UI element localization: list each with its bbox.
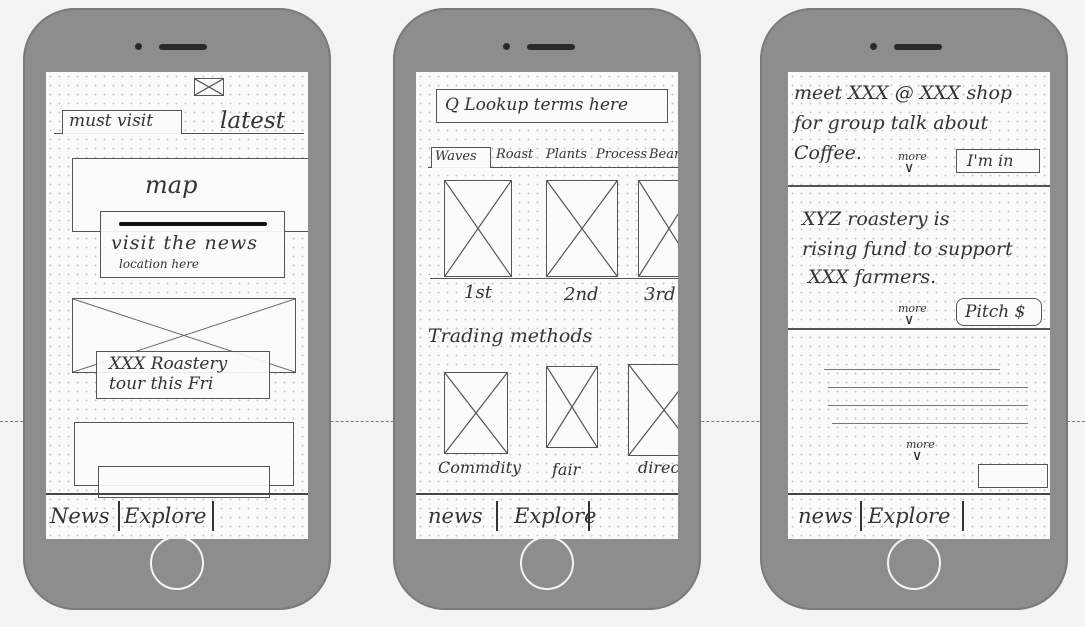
phone-frame-3: meet XXX @ XXX shop for group talk about…	[760, 8, 1068, 610]
post-meetup-line1: meet XXX @ XXX shop	[794, 82, 1013, 104]
trade-2-image[interactable]	[546, 366, 598, 448]
screen-news-feed: meet XXX @ XXX shop for group talk about…	[788, 72, 1050, 539]
bottom-nav: news Explore	[416, 493, 678, 539]
more-link[interactable]: more	[898, 150, 927, 163]
speaker-slot	[894, 44, 942, 50]
wave-1-label: 1st	[464, 282, 492, 303]
text-placeholder-line	[828, 387, 1028, 388]
pitch-button[interactable]: Pitch $	[956, 298, 1042, 326]
post-fundraise: XYZ roastery is rising fund to support X…	[788, 194, 1050, 330]
nav-news[interactable]: news	[798, 504, 853, 528]
wave-3-image[interactable]	[638, 180, 678, 277]
tab-process[interactable]: Process	[596, 147, 648, 162]
speaker-slot	[527, 44, 575, 50]
phone-frame-1: must visit latest map visit the news loc…	[23, 8, 331, 610]
trade-2-label: fair	[552, 460, 581, 479]
text-placeholder-line	[832, 423, 1028, 424]
wave-2-label: 2nd	[564, 284, 599, 305]
post-meetup-line3: Coffee.	[794, 142, 862, 164]
action-button-placeholder[interactable]	[978, 464, 1048, 488]
post-fundraise-line3: XXX farmers.	[808, 266, 937, 288]
more-link[interactable]: more	[898, 302, 927, 315]
nav-news[interactable]: News	[50, 504, 110, 528]
trade-3-label: direct	[638, 458, 678, 477]
tab-waves-label: Waves	[435, 149, 477, 164]
home-button[interactable]	[520, 536, 574, 590]
blank-caption-card[interactable]	[98, 466, 270, 498]
wave-1-image[interactable]	[444, 180, 512, 277]
camera-dot	[135, 43, 142, 50]
nav-explore[interactable]: Explore	[514, 504, 597, 528]
camera-dot	[870, 43, 877, 50]
post-divider	[788, 328, 1050, 330]
tab-waves[interactable]: Waves	[431, 147, 491, 168]
nav-news[interactable]: news	[428, 504, 483, 528]
map-label: map	[145, 171, 198, 199]
nav-explore[interactable]: Explore	[868, 504, 951, 528]
nav-divider	[860, 501, 862, 531]
tab-roast[interactable]: Roast	[496, 147, 534, 162]
visit-news-card[interactable]: visit the news location here	[100, 211, 285, 278]
logo-placeholder-icon	[194, 78, 224, 96]
trade-1-image[interactable]	[444, 372, 508, 454]
tab-plants[interactable]: Plants	[546, 147, 587, 162]
im-in-button[interactable]: I'm in	[956, 149, 1040, 173]
nav-divider	[212, 501, 214, 531]
event-subtitle: tour this Fri	[109, 374, 214, 394]
nav-explore[interactable]: Explore	[124, 504, 207, 528]
search-input[interactable]: Q Lookup terms here	[436, 89, 668, 123]
event-caption-card[interactable]: XXX Roastery tour this Fri	[96, 351, 270, 399]
row-underline	[430, 278, 678, 279]
post-meetup-line2: for group talk about	[794, 112, 989, 134]
tab-must-visit[interactable]: must visit	[62, 110, 182, 134]
more-link[interactable]: more	[906, 438, 935, 451]
chevron-down-icon[interactable]: ∨	[912, 448, 923, 464]
nav-divider	[962, 501, 964, 531]
bottom-nav: news Explore	[788, 493, 1050, 539]
im-in-label: I'm in	[967, 151, 1014, 170]
post-meetup: meet XXX @ XXX shop for group talk about…	[788, 72, 1050, 194]
search-placeholder: Q Lookup terms here	[445, 95, 629, 115]
event-title: XXX Roastery	[109, 354, 228, 374]
tab-bean[interactable]: Bean	[649, 147, 678, 162]
post-fundraise-line2: rising fund to support	[802, 238, 1013, 260]
trade-1-label: Commdity	[438, 458, 522, 477]
wave-3-label: 3rd	[644, 284, 676, 305]
chevron-down-icon[interactable]: ∨	[904, 160, 915, 176]
nav-divider	[588, 501, 590, 531]
bottom-nav: News Explore	[46, 493, 308, 539]
nav-divider	[118, 501, 120, 531]
pitch-label: Pitch $	[965, 302, 1026, 322]
wave-2-image[interactable]	[546, 180, 618, 277]
chevron-down-icon[interactable]: ∨	[904, 312, 915, 328]
phone-frame-2: Q Lookup terms here Waves Roast Plants P…	[393, 8, 701, 610]
nav-divider	[496, 501, 498, 531]
post-divider	[788, 185, 1050, 187]
home-button[interactable]	[150, 536, 204, 590]
camera-dot	[503, 43, 510, 50]
trade-3-image[interactable]	[628, 364, 678, 456]
section-title: Trading methods	[428, 325, 593, 347]
headline-bar	[119, 222, 267, 226]
visit-news-subtitle: location here	[119, 257, 200, 271]
tab-latest[interactable]: latest	[220, 108, 285, 134]
home-button[interactable]	[887, 536, 941, 590]
text-placeholder-line	[828, 405, 1028, 406]
text-placeholder-line	[824, 369, 1000, 370]
visit-news-title: visit the news	[111, 232, 258, 254]
screen-home: must visit latest map visit the news loc…	[46, 72, 308, 539]
screen-explore: Q Lookup terms here Waves Roast Plants P…	[416, 72, 678, 539]
speaker-slot	[159, 44, 207, 50]
tab-must-visit-label: must visit	[69, 111, 154, 131]
post-fundraise-line1: XYZ roastery is	[802, 208, 950, 230]
tab-underline	[428, 167, 678, 168]
